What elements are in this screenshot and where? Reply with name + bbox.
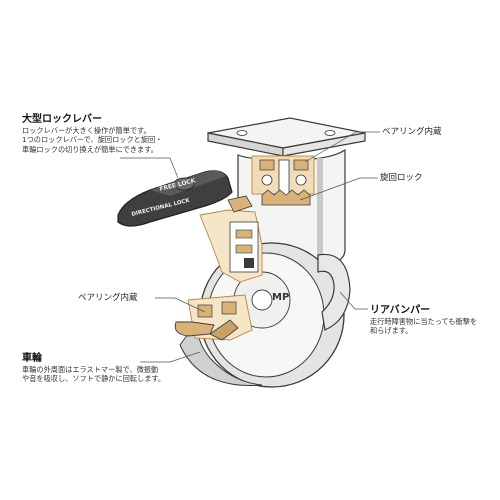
callout-rear-bumper-title: リアバンパー (370, 305, 431, 316)
callout-rear-bumper-line-2: 和らげます。 (370, 326, 413, 336)
rear-bumper (317, 253, 351, 331)
callout-wheel-line-1: 車輪の外周面はエラストマー製で、微振動 (22, 365, 159, 374)
callout-wheel-title: 車輪 (22, 353, 42, 364)
callout-swivel-lock: 旋回ロック (380, 173, 423, 183)
callout-lock-lever-title: 大型ロックレバー (22, 114, 102, 125)
callout-wheel: 車輪 車輪の外周面はエラストマー製で、微振動 や音を吸収し、ソフトで静かに回転し… (22, 352, 165, 384)
callout-bearing-top: ベアリング内蔵 (382, 127, 442, 137)
leader-wheel (140, 351, 201, 363)
callout-rear-bumper: リアバンパー 走行時障害物に当たっても衝撃を 和らげます。 (370, 304, 477, 336)
callout-lock-lever-line-3: 車輪ロックの切り換えが簡単にできます。 (22, 144, 158, 154)
callout-bearing-left: ベアリング内蔵 (78, 293, 138, 303)
callout-lock-lever-line-1: ロックレバーが大きく操作が簡単です。 (22, 126, 151, 135)
fork-cutaway (199, 195, 263, 283)
callout-rear-bumper-line-1: 走行時障害物に当たっても衝撃を (370, 317, 478, 326)
leader-lock-lever (120, 157, 179, 179)
brand-mark: MP (272, 292, 289, 303)
leader-lines (120, 131, 380, 363)
leader-bearing-left (155, 297, 206, 313)
lower-bearing-and-pedal (174, 294, 253, 341)
callout-lock-lever: 大型ロックレバー ロックレバーが大きく操作が簡単です。 1つのロックレバーで、旋… (22, 113, 162, 154)
swivel-lock-gear (261, 189, 311, 206)
callout-lock-lever-line-2: 1つのロックレバーで、旋回ロックと旋回・ (22, 135, 163, 145)
callout-wheel-line-2: や音を吸収し、ソフトで静かに回転します。 (22, 374, 166, 384)
leader-bearing-top (304, 131, 380, 163)
mounting-plate (207, 117, 366, 157)
leader-rear-bumper (339, 291, 368, 310)
lock-lever: FREE LOCK DIRECTIONAL LOCK (117, 170, 233, 227)
top-bearing (251, 155, 315, 197)
leader-swivel-lock (299, 177, 378, 201)
